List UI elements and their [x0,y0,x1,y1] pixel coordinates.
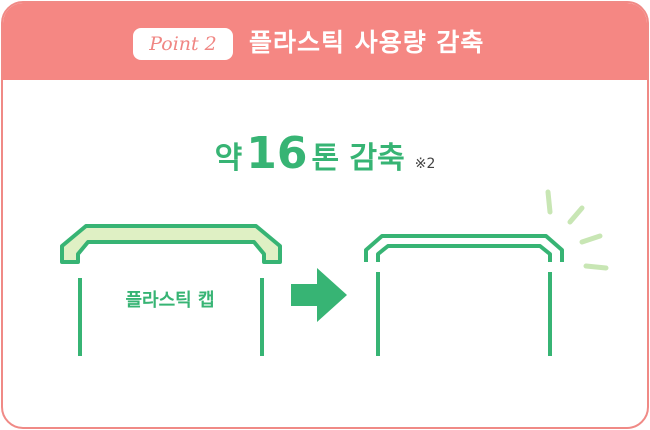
header-title: 플라스틱 사용량 감축 [249,28,485,57]
headline-number: 16 [246,128,308,179]
right-arrow-icon [291,268,347,322]
plastic-cap-label: 플라스틱 캡 [125,290,215,311]
headline-prefix: 약 [214,141,243,176]
headline-suffix: 톤 감축 [311,141,405,176]
card-header: Point 2 플라스틱 사용량 감축 [3,3,647,80]
point-badge: Point 2 [133,28,233,60]
sparkle-icon [545,189,609,271]
thin-lid-icon [364,234,564,262]
plastic-cap-icon [60,224,282,264]
footnote-mark: ※2 [414,156,436,172]
